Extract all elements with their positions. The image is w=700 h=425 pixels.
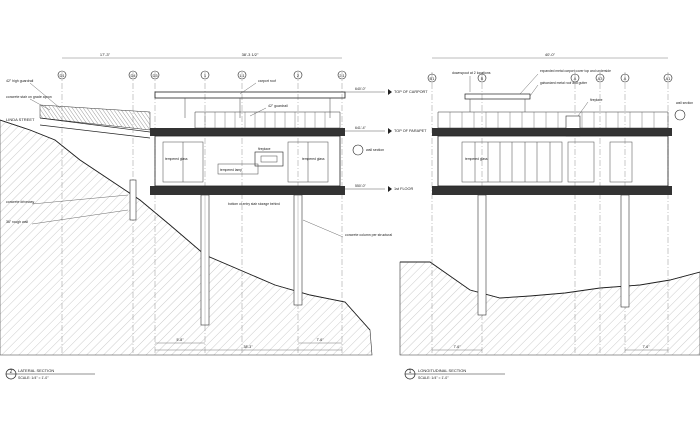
grid-label: D1 (59, 73, 65, 78)
note: fireplace (258, 147, 271, 151)
bottom-dimension: 7'-6" (454, 345, 462, 349)
section-scale: SCALE: 1/4" = 1'-0" (18, 376, 49, 380)
note: 36" rough wall (6, 220, 28, 224)
level-elevation: 641'-4" (355, 126, 367, 130)
section-title: LONGITUDINAL SECTION (418, 368, 466, 373)
bottom-dimension: 7'-6" (643, 345, 651, 349)
grid-label: 2.1 (339, 73, 345, 78)
top-dimension: 40'-0" (545, 52, 556, 57)
section-title: LATERAL SECTION (18, 368, 54, 373)
note: concrete stair on grade apron (6, 95, 52, 99)
note: concrete driveway (6, 200, 34, 204)
bottom-dimension: 38'-3" (244, 345, 254, 349)
note: tempered glass (165, 157, 188, 161)
grid-label: B1 (430, 76, 436, 81)
level-elevation: 640'-0" (355, 87, 367, 91)
top-dimension: 17'-3" (100, 52, 111, 57)
note: tempered lamp (220, 168, 242, 172)
level-name: TOP OF CARPORT (394, 90, 428, 94)
grid-label: A3 (598, 76, 604, 81)
note: fireplace (590, 98, 603, 102)
grid-label: D3 (152, 73, 158, 78)
note: expanded metal carport cover top and und… (540, 69, 611, 73)
note: concrete column per structural (345, 233, 392, 237)
earth-hatch-left (0, 119, 373, 356)
wall-section-note: wall section (366, 148, 384, 152)
top-dimension: 38'-3 1/2" (242, 52, 259, 57)
bottom-dimension: 5'-8" (177, 338, 185, 342)
grid-label: A1 (666, 76, 672, 81)
street-label: LINDA STREET (6, 117, 35, 122)
section-number: 2 (10, 369, 13, 375)
note: downspout at 2 locations (452, 71, 491, 75)
grid-label: 2 (297, 73, 300, 78)
bottom-dimension: 7'-6" (317, 338, 325, 342)
driveway-guardrail (39, 104, 151, 131)
longitudinal-section: B1 B A A3 A A1 40'-0" (399, 52, 700, 380)
note: tempered glass (302, 157, 325, 161)
grid-label: 1.1 (239, 73, 245, 78)
grid-label: 1 (204, 73, 207, 78)
section-number: 1 (409, 369, 412, 375)
lateral-section: D1 D4 D3 1 1.1 2 2.1 17'-3" 38'-3 1/2" (0, 52, 428, 380)
wall-section-note: wall section (676, 101, 693, 105)
level-name: TOP OF PARAPET (394, 129, 427, 133)
earth-hatch-right (399, 261, 700, 356)
note: bottom of entry stair storage behind (228, 202, 280, 206)
grid-label: A (624, 76, 627, 81)
grid-label: B (481, 76, 484, 81)
level-elevation: 550'-0" (355, 184, 367, 188)
note: 42" high guardrail (6, 79, 34, 83)
note: 42" guardrail (268, 104, 288, 108)
note: tempered glass (465, 157, 488, 161)
grid-label: A (574, 76, 577, 81)
grid-label: D4 (130, 73, 136, 78)
note: galvanized metal roof and gutter (540, 81, 588, 85)
section-scale: SCALE: 1/4" = 1'-0" (418, 376, 449, 380)
level-name: 1st FLOOR (394, 187, 413, 191)
note: carport roof (258, 79, 276, 83)
